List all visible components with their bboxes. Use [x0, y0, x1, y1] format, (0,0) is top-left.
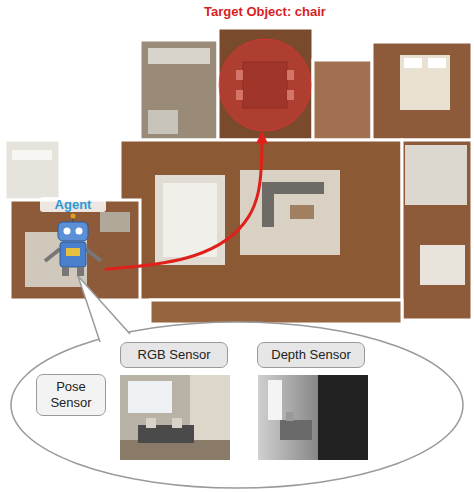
depth-ground — [258, 375, 368, 460]
depth-image — [258, 375, 368, 460]
target-label: Target Object: chair — [190, 2, 340, 19]
robot-leg — [62, 267, 69, 276]
path-arrow — [106, 134, 262, 269]
room — [140, 40, 218, 140]
robot-eye — [76, 228, 83, 235]
bed — [420, 245, 465, 285]
hallway — [150, 300, 402, 324]
agent-label: Agent — [40, 197, 106, 212]
target-marker — [190, 2, 340, 134]
target-circle — [219, 39, 311, 131]
rgb-wall — [120, 375, 230, 460]
corridor — [313, 60, 372, 140]
sensor-box: RGB Sensor — [120, 342, 228, 368]
robot-eye — [64, 228, 71, 235]
rgb-window — [128, 381, 172, 413]
sensor-box: Pose Sensor — [36, 374, 106, 417]
room — [402, 140, 472, 320]
robot-body — [60, 242, 86, 267]
pillow — [404, 58, 422, 68]
sensor-callout — [11, 322, 463, 488]
coffee-table — [290, 205, 314, 219]
robot-arm — [45, 249, 60, 261]
bed — [400, 55, 450, 110]
cabinet — [148, 110, 178, 134]
cabinet — [148, 48, 210, 64]
kitchen — [5, 140, 60, 200]
agent-figure: Agent — [40, 197, 106, 279]
counter — [12, 150, 52, 160]
callout-line — [78, 276, 130, 334]
bedroom — [372, 42, 472, 140]
robot-panel — [66, 248, 80, 256]
sofa — [100, 212, 130, 232]
sensor-box: Depth Sensor — [257, 342, 365, 368]
rgb-image — [120, 375, 230, 460]
depth-furniture — [280, 420, 312, 440]
agent-room — [10, 200, 140, 300]
depth-wall — [318, 375, 368, 460]
depth-shape — [268, 380, 282, 420]
dining-room — [218, 28, 313, 140]
counter — [163, 183, 217, 257]
sensor-label: RGB Sensor — [129, 347, 219, 363]
bathroom — [405, 145, 467, 205]
rgb-chair — [172, 418, 182, 428]
kitchen-island — [155, 175, 225, 265]
rgb-chair — [146, 418, 156, 428]
callout-line — [78, 276, 100, 342]
callout-pointer — [78, 276, 130, 342]
pillow — [428, 58, 446, 68]
robot-head — [58, 222, 88, 241]
rug — [240, 170, 340, 255]
sensor-label: Pose Sensor — [45, 379, 97, 412]
robot-leg — [77, 267, 84, 276]
sofa — [262, 182, 274, 227]
depth-chair — [286, 412, 294, 421]
sensor-label: Depth Sensor — [266, 347, 356, 363]
rooms — [5, 28, 472, 324]
robot-antenna-tip — [71, 214, 76, 219]
target-region: Target Object: chair — [190, 2, 340, 134]
robot-arm — [86, 249, 101, 261]
